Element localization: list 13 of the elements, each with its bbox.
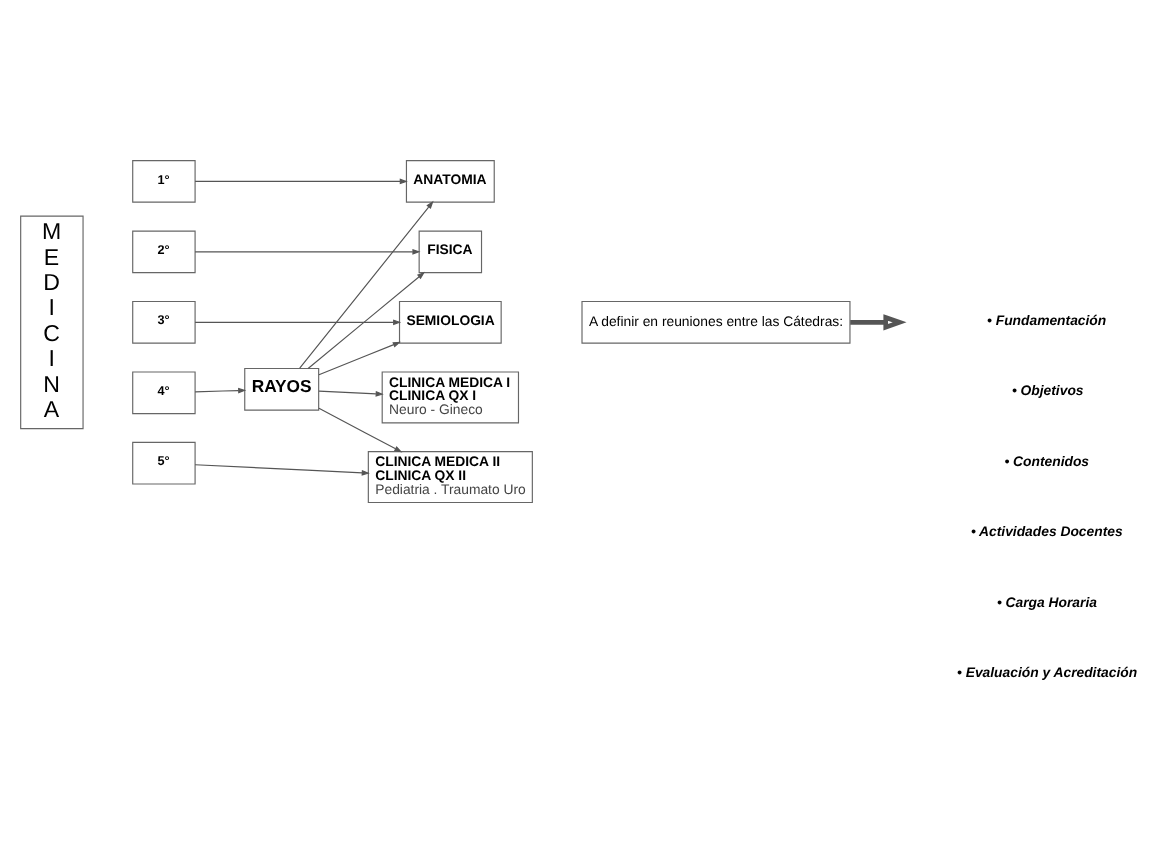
- arrow: [194, 177, 408, 184]
- arrow: [299, 199, 434, 368]
- arrow: [194, 463, 370, 475]
- arrow: [194, 248, 421, 254]
- node-box: RAYOS: [244, 366, 320, 410]
- arrow: [194, 386, 247, 393]
- node-box: M E D I C I N A: [20, 214, 84, 429]
- arrow: [850, 313, 907, 330]
- arrow: [318, 340, 401, 375]
- arrow: [307, 270, 426, 368]
- arrow: [318, 389, 384, 396]
- arrow: [194, 318, 402, 325]
- arrow: [318, 406, 403, 452]
